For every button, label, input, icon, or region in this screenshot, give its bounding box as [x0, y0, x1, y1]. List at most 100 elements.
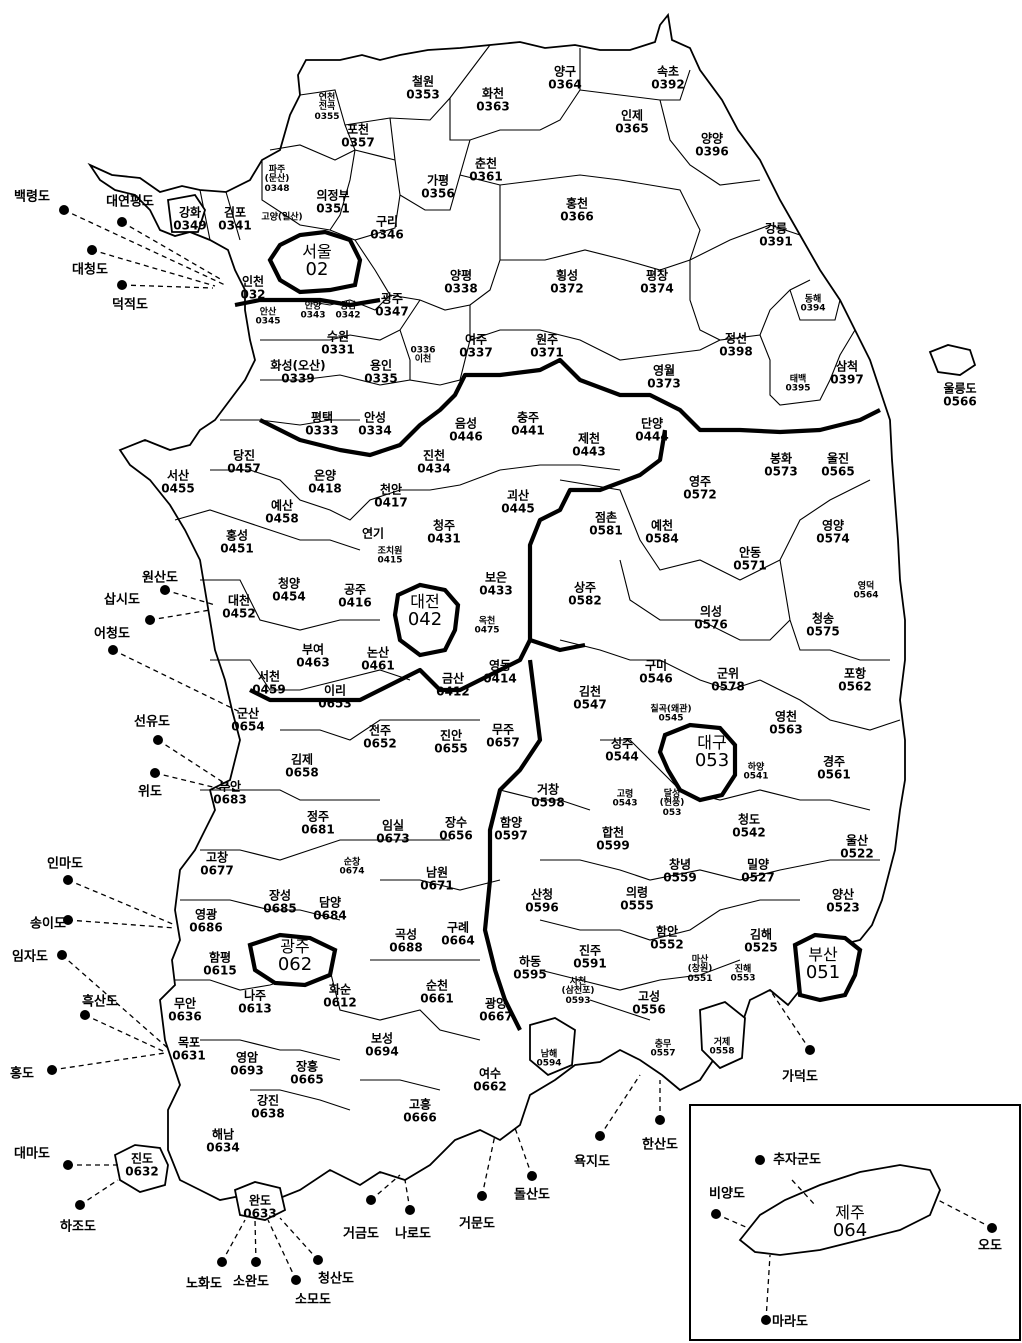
region-name: 칠곡(왜관) — [650, 704, 692, 715]
province-boundaries — [234, 297, 881, 1031]
region-name: 순천 — [425, 978, 449, 993]
region-name: 포항 — [843, 666, 867, 681]
island-daemado: 대마도 — [14, 1146, 50, 1162]
area-code: 0664 — [441, 933, 475, 947]
island-geogeumdo: 거금도 — [343, 1226, 379, 1242]
region-name: 안동 — [738, 545, 762, 560]
area-code: 0566 — [943, 394, 977, 408]
island-geomundo: 거문도 — [459, 1216, 495, 1232]
area-code: 0555 — [620, 898, 654, 912]
island-baengnyeongdo: 백령도 — [14, 189, 50, 205]
seoul-boundary — [267, 229, 363, 295]
area-code: 0582 — [568, 593, 602, 607]
area-code: 0523 — [826, 900, 860, 914]
region-name: 정주 — [306, 809, 330, 824]
region-name: 여수 — [478, 1066, 502, 1081]
area-code: 0396 — [695, 144, 729, 158]
area-code: 0558 — [709, 1047, 735, 1057]
region-name: 울진 — [826, 451, 850, 466]
area-code: 0652 — [363, 736, 397, 750]
region-name: 진도 — [130, 1151, 154, 1166]
island-sowando: 소완도 — [233, 1274, 269, 1290]
area-code: 0446 — [449, 429, 483, 443]
area-code: 051 — [805, 961, 841, 983]
area-code: 0595 — [513, 967, 547, 981]
area-code: 0356 — [421, 186, 455, 200]
area-code: 0694 — [365, 1044, 399, 1058]
region-name: 인제 — [620, 108, 644, 123]
region-name: 용인 — [369, 358, 393, 373]
area-code: 0599 — [596, 838, 630, 852]
area-code: 042 — [407, 608, 443, 630]
region-name: 서산 — [166, 468, 190, 483]
region-name: 인천 — [241, 274, 265, 289]
area-code: 0662 — [473, 1079, 507, 1093]
region-name: 파주 — [268, 164, 286, 175]
region-name: 영천 — [774, 709, 798, 724]
region-name: 보은 — [484, 570, 508, 585]
area-code: 0412 — [436, 684, 470, 698]
area-code: 0683 — [213, 792, 247, 806]
region-name: 울산 — [845, 833, 869, 848]
area-code: 0562 — [838, 679, 872, 693]
area-code: 0556 — [632, 1002, 666, 1016]
region-goyang: 고양(일산) — [261, 212, 302, 222]
island-gadeokdo: 가덕도 — [782, 1069, 818, 1085]
area-code: 0475 — [474, 626, 500, 636]
area-code: 0665 — [290, 1072, 324, 1086]
region-name: 함평 — [208, 950, 232, 965]
region-name: 천안 — [379, 482, 403, 497]
region-name: 장수 — [444, 815, 468, 830]
area-code: 0571 — [733, 558, 767, 572]
region-name: 이리 — [323, 683, 347, 698]
region-name: 가평 — [426, 173, 450, 188]
area-code: 0522 — [840, 846, 874, 860]
region-name: 고성 — [637, 989, 661, 1004]
area-code: 0458 — [265, 511, 299, 525]
region-name: 영광 — [194, 907, 218, 922]
region-name: 대천 — [227, 593, 251, 608]
area-code: 0414 — [483, 671, 517, 685]
region-name: 화성(오산) — [270, 358, 326, 373]
region-name: 군위 — [716, 666, 740, 681]
area-code: 0546 — [639, 671, 673, 685]
region-name: 광주 — [380, 291, 404, 306]
region-name: 조치원 — [377, 546, 403, 557]
region-name: 남해 — [540, 1049, 558, 1060]
region-name: 무주 — [491, 722, 515, 737]
area-code: 0454 — [272, 589, 306, 603]
region-name: 남원 — [425, 865, 449, 880]
region-name: 군산 — [236, 706, 260, 721]
region-name: 영덕 — [857, 581, 875, 592]
area-code: 0331 — [321, 342, 355, 356]
region-name: 진천 — [422, 448, 446, 463]
area-code: 0337 — [459, 345, 493, 359]
region-name: 임실 — [381, 818, 405, 833]
